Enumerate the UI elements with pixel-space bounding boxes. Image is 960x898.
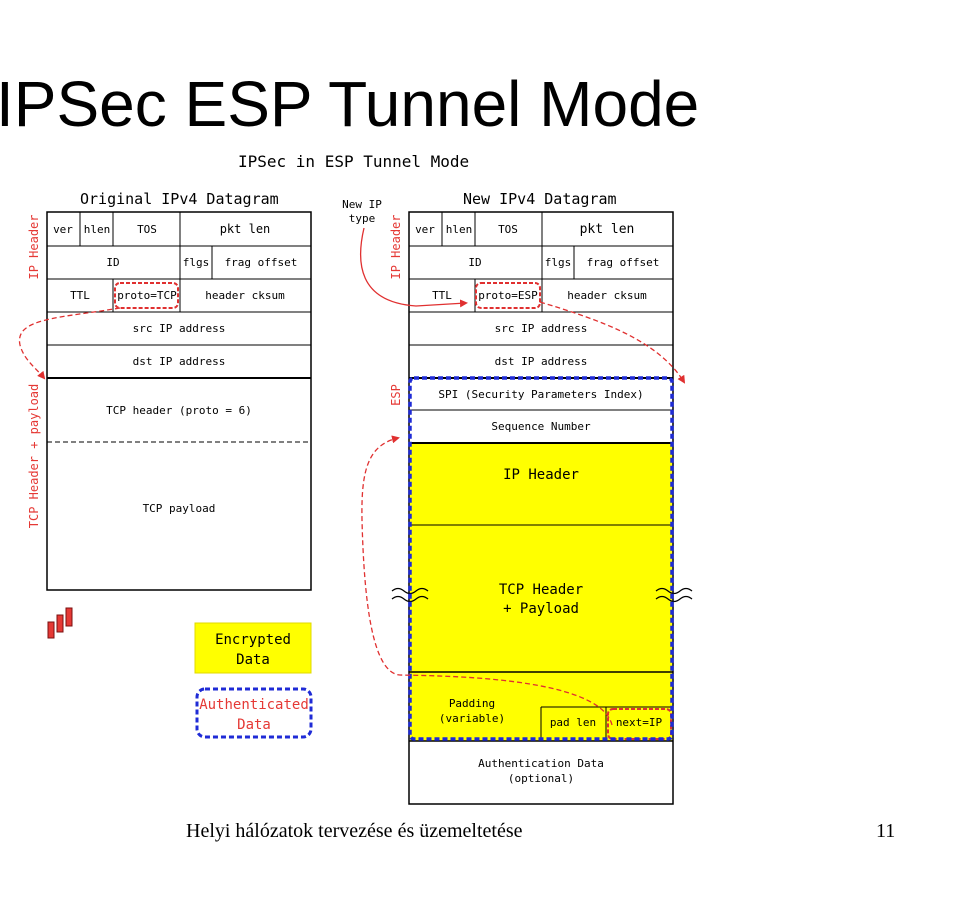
- footer-text: Helyi hálózatok tervezése és üzemeltetés…: [186, 820, 523, 842]
- new-flgs: flgs: [545, 256, 572, 269]
- esp-authenticated-region: [408, 376, 674, 741]
- legend-encrypted-line1: Encrypted: [215, 632, 291, 648]
- new-padding-line1: Padding: [449, 697, 495, 710]
- new-next: next=IP: [616, 716, 663, 729]
- new-seq: Sequence Number: [491, 420, 591, 433]
- diagram-title: IPSec in ESP Tunnel Mode: [238, 152, 469, 171]
- orig-tcp-header: TCP header (proto = 6): [106, 404, 252, 417]
- new-tos: TOS: [498, 223, 518, 236]
- new-dst-ip: dst IP address: [495, 355, 588, 368]
- original-datagram: Original IPv4 Datagram: [46, 190, 312, 591]
- orig-tos: TOS: [137, 223, 157, 236]
- encrypted-region: [410, 443, 672, 741]
- original-fields: ver hlen TOS pkt len ID flgs frag offset…: [53, 222, 297, 515]
- new-frag-offset: frag offset: [587, 256, 660, 269]
- new-src-ip: src IP address: [495, 322, 588, 335]
- orig-hlen: hlen: [84, 223, 111, 236]
- new-proto-highlight: [475, 282, 541, 309]
- new-esp-label: ESP: [389, 384, 403, 406]
- new-fields: ver hlen TOS pkt len ID flgs frag offset…: [415, 222, 662, 785]
- esp-proto-arrow: [539, 301, 686, 384]
- legend-authenticated-swatch: [195, 687, 313, 739]
- orig-tcp-label: TCP Header + payload: [27, 384, 41, 529]
- new-ip-type-arrow: [359, 227, 468, 308]
- new-auth-line2: (optional): [508, 772, 574, 785]
- new-header-cksum: header cksum: [567, 289, 647, 302]
- orig-tcp-payload: TCP payload: [143, 502, 216, 515]
- orig-proto-arrow: [18, 307, 121, 380]
- new-spi: SPI (Security Parameters Index): [438, 388, 643, 401]
- new-ttl: TTL: [432, 289, 452, 302]
- orig-id: ID: [106, 256, 119, 269]
- new-id: ID: [468, 256, 481, 269]
- orig-header-cksum: header cksum: [205, 289, 285, 302]
- new-inner-ip-header: IP Header: [503, 467, 579, 483]
- legend-authenticated-line1: Authenticated: [199, 697, 309, 713]
- new-hlen: hlen: [446, 223, 473, 236]
- new-ip-type-line2: type: [349, 212, 376, 225]
- new-tcp-line1: TCP Header: [499, 582, 583, 598]
- orig-dst-ip: dst IP address: [133, 355, 226, 368]
- orig-ver: ver: [53, 223, 73, 236]
- original-title: Original IPv4 Datagram: [80, 190, 279, 208]
- legend-encrypted-line2: Data: [236, 652, 270, 668]
- new-proto: proto=ESP: [478, 289, 538, 302]
- new-ip-header-label: IP Header: [389, 214, 403, 279]
- new-padding-line2: (variable): [439, 712, 505, 725]
- new-pad-len: pad len: [550, 716, 596, 729]
- slide-title: IPSec ESP Tunnel Mode: [0, 68, 700, 140]
- orig-proto: proto=TCP: [117, 289, 177, 302]
- new-tcp-line2: + Payload: [503, 601, 579, 617]
- legend-authenticated-line2: Data: [237, 717, 271, 733]
- new-title: New IPv4 Datagram: [463, 190, 617, 208]
- legend: Encrypted Data Authenticated Data: [194, 622, 313, 739]
- new-ip-type-line1: New IP: [342, 198, 382, 211]
- orig-src-ip: src IP address: [133, 322, 226, 335]
- new-ver: ver: [415, 223, 435, 236]
- orig-proto-highlight: [114, 282, 179, 309]
- legend-encrypted-swatch: [194, 622, 312, 674]
- orig-ip-header-label: IP Header: [27, 214, 41, 279]
- orig-ttl: TTL: [70, 289, 90, 302]
- page-number: 11: [876, 820, 896, 842]
- orig-flgs: flgs: [183, 256, 210, 269]
- orig-frag-offset: frag offset: [225, 256, 298, 269]
- next-ip-arrow: [361, 435, 613, 726]
- logo-icon: [47, 607, 73, 639]
- new-next-highlight: [607, 708, 672, 740]
- orig-pkt-len: pkt len: [220, 222, 271, 236]
- new-pkt-len: pkt len: [580, 222, 635, 237]
- new-auth-line1: Authentication Data: [478, 757, 604, 770]
